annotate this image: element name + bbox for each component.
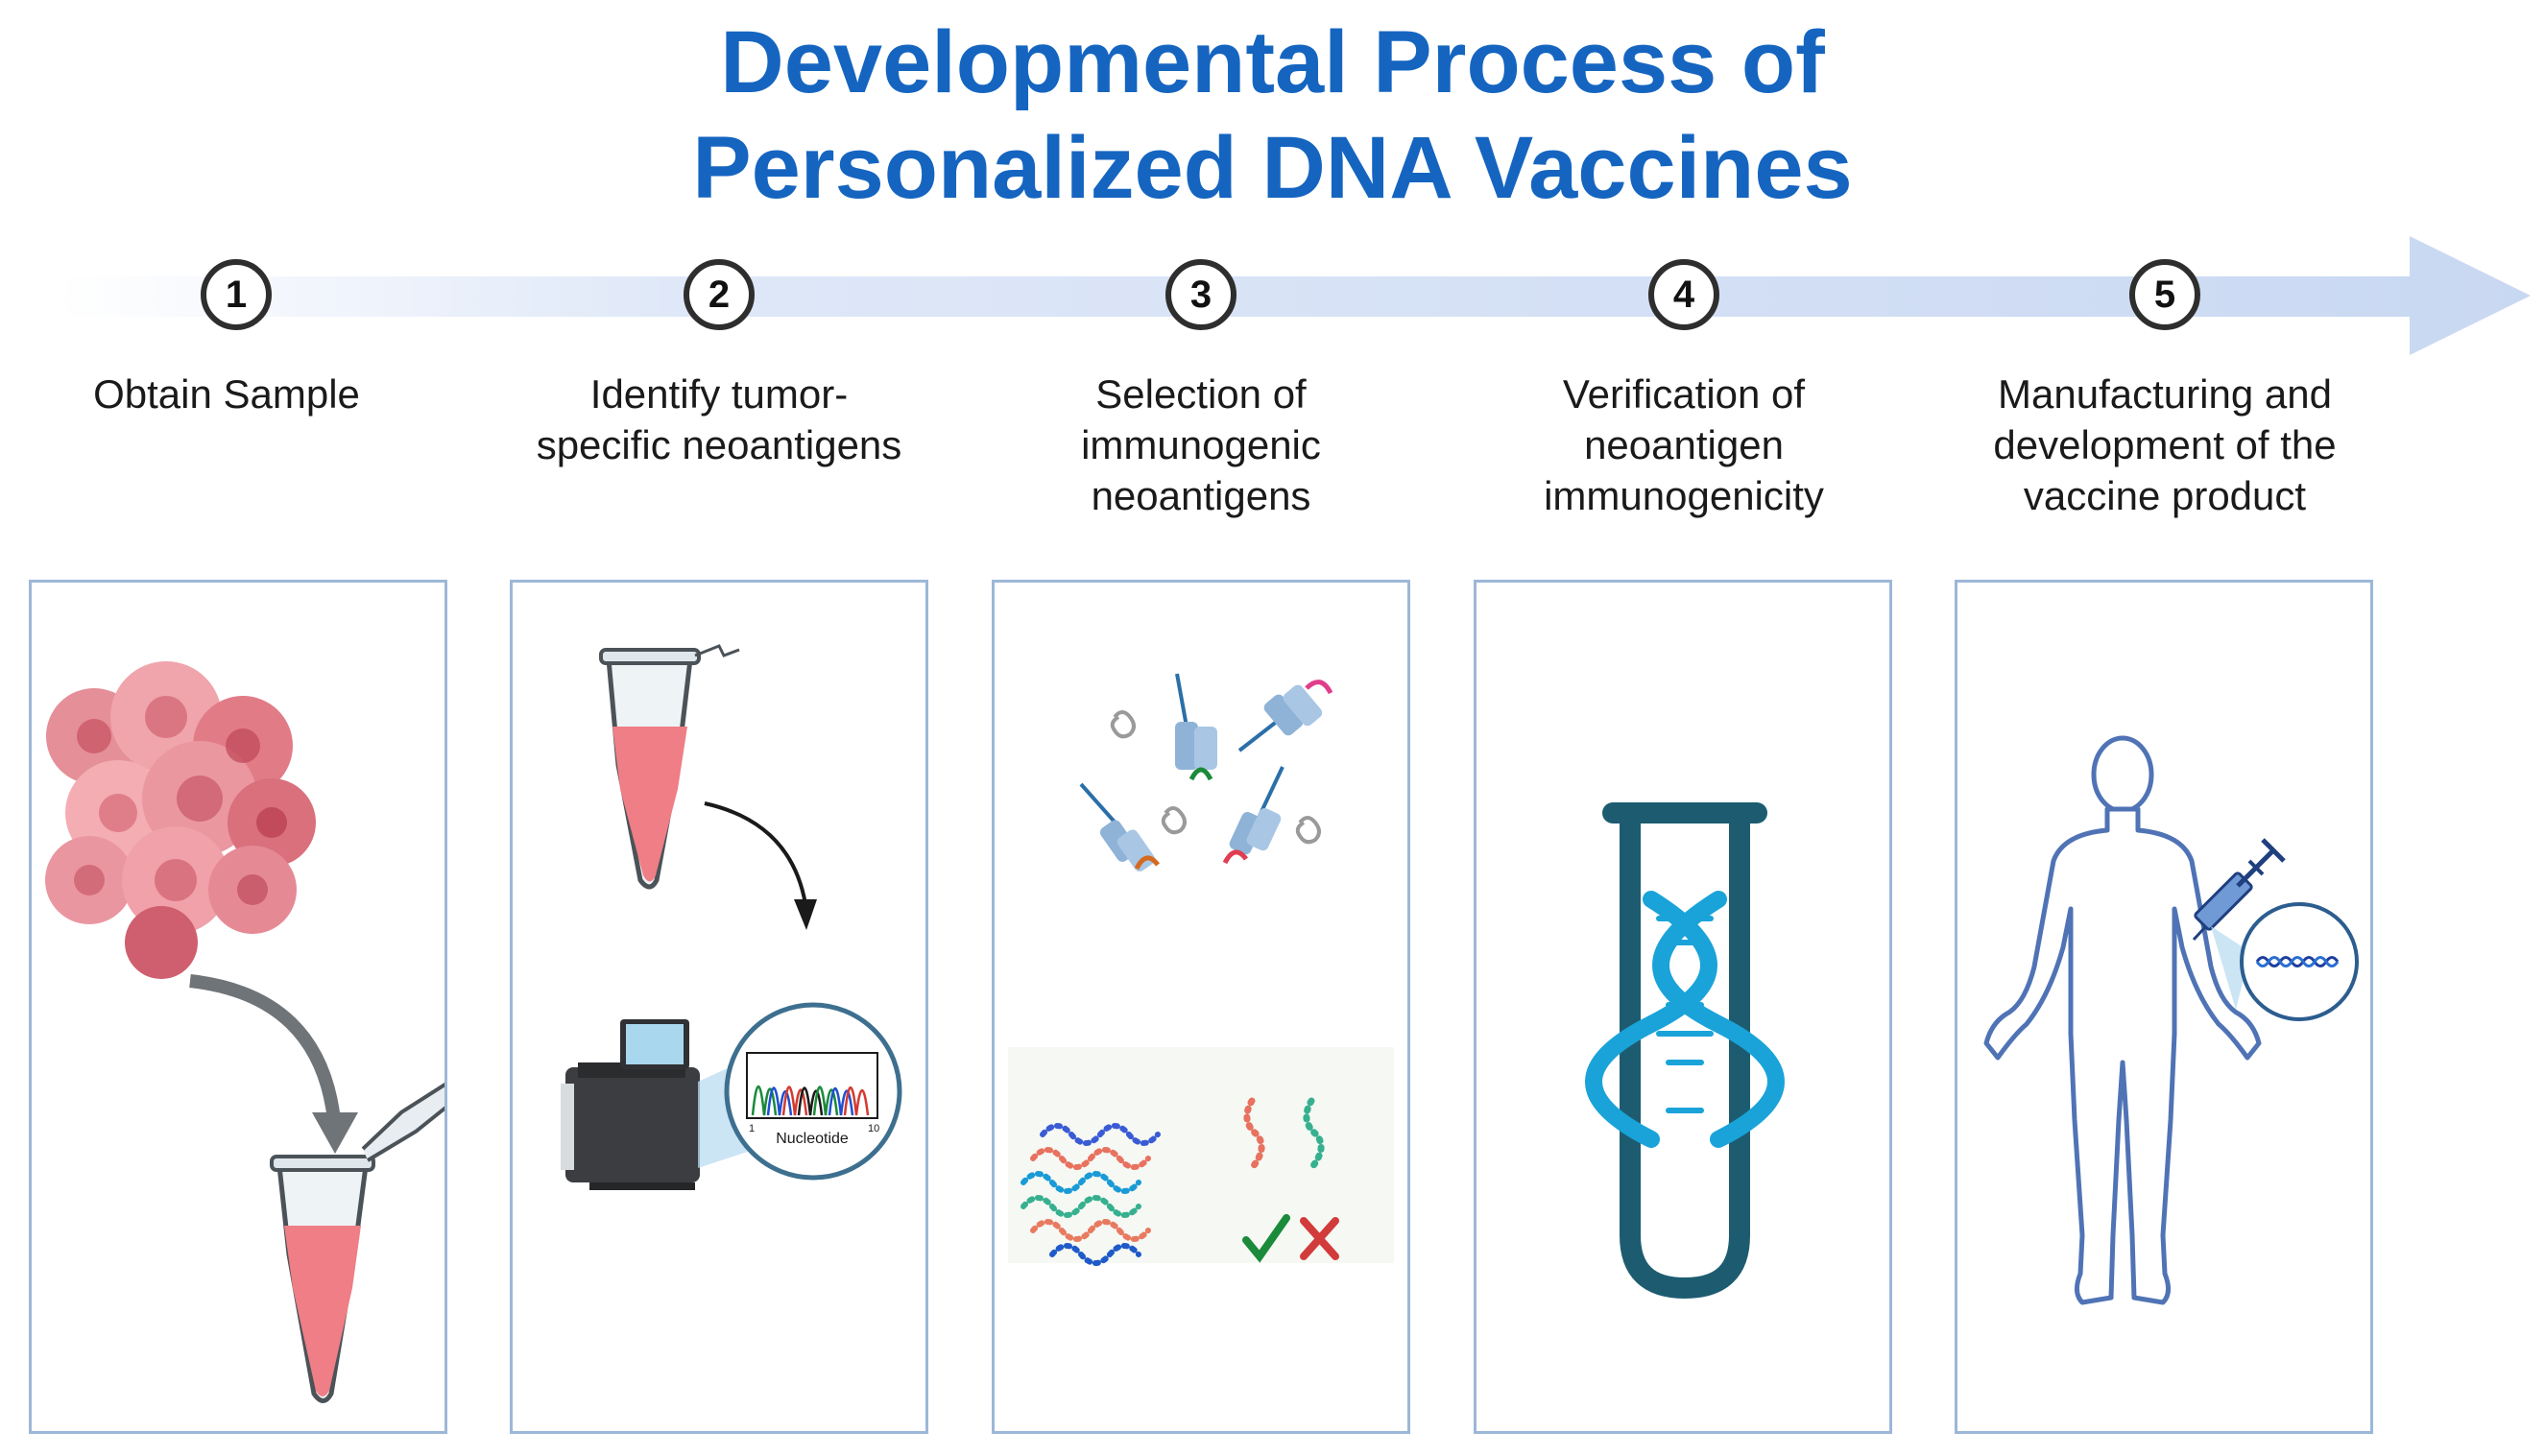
panel-selection-neoantigens: [992, 580, 1410, 1434]
step-1-label: Obtain Sample: [93, 371, 360, 417]
sample-tube-icon: [599, 644, 740, 890]
panel-2-illustration: Nucleotide 1 10: [561, 644, 902, 1190]
title-line-1: Developmental Process of: [720, 13, 1825, 111]
step-2-number: 2: [684, 259, 755, 330]
receptor-icon: [1237, 680, 1333, 752]
panel-obtain-sample: [29, 580, 447, 1434]
chromatogram-icon: Nucleotide 1 10: [724, 1002, 902, 1181]
panel-5-illustration: [1983, 735, 2359, 1305]
test-tube-icon: [1602, 802, 1767, 1300]
step-4-number: 4: [1648, 259, 1719, 330]
step-4-label: Verification of neoantigen immunogenicit…: [1544, 371, 1824, 518]
curved-arrow-icon: [189, 974, 358, 1154]
step-2-label: Identify tumor- specific neoantigens: [536, 371, 902, 467]
chromatogram-axis-start: 1: [749, 1123, 755, 1134]
peptide-icon: [1020, 1123, 1161, 1266]
panel-identify-neoantigens: Nucleotide 1 10: [510, 580, 928, 1434]
dna-helix-icon: [1585, 891, 1785, 1148]
sequencer-icon: [561, 1019, 700, 1190]
step-1-number: 1: [201, 259, 272, 330]
step-3-label: Selection of immunogenic neoantigens: [1081, 371, 1321, 518]
syringe-icon: [2192, 838, 2286, 942]
cross-icon: [1300, 1217, 1339, 1260]
title-line-2: Personalized DNA Vaccines: [692, 119, 1853, 217]
receptor-icon: [1222, 766, 1285, 865]
step-5-number: 5: [2129, 259, 2200, 330]
chromatogram-axis-end: 10: [868, 1123, 879, 1134]
chromatogram-axis-label: Nucleotide: [776, 1131, 849, 1147]
step-3-number: 3: [1165, 259, 1236, 330]
dna-zoom-icon: [2240, 902, 2359, 1021]
panel-manufacturing: [1955, 580, 2373, 1434]
receptor-icon: [1175, 673, 1217, 781]
curved-arrow-icon: [704, 801, 817, 930]
panel-verification: [1474, 580, 1892, 1434]
diagram-title: Developmental Process of Personalized DN…: [0, 10, 2545, 221]
antigen-icon: [1110, 710, 1321, 845]
step-5-label: Manufacturing and development of the vac…: [1993, 371, 2337, 518]
check-icon: [1242, 1214, 1290, 1263]
selected-peptide-icon: [1243, 1097, 1325, 1172]
timeline-arrow: [58, 236, 2531, 355]
tumor-cells-icon: [45, 661, 316, 979]
human-body-icon: [1983, 735, 2262, 1305]
panel-4-illustration: [1585, 802, 1785, 1300]
receptor-icon: [1079, 782, 1160, 871]
sample-tube-icon: [270, 1082, 444, 1403]
panel-3-illustration: [1008, 673, 1394, 1266]
panel-1-illustration: [45, 661, 444, 1403]
peptide-panel-bg: [1008, 1047, 1394, 1263]
